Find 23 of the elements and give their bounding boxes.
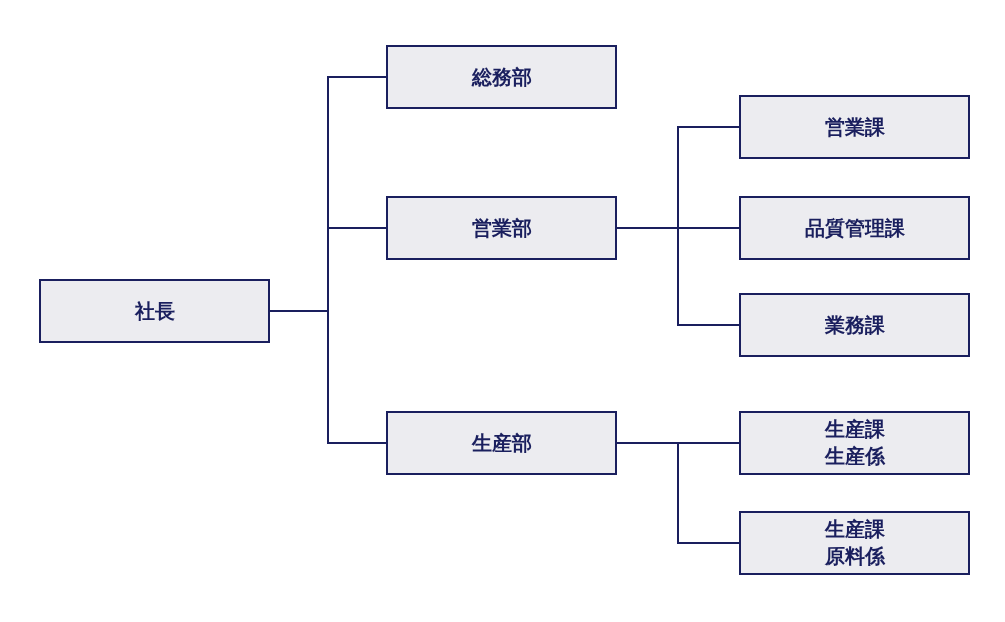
org-box <box>386 196 617 260</box>
unit-label: 生産部 <box>471 429 532 457</box>
unit-label: 営業課 <box>824 113 885 141</box>
org-box <box>39 279 270 343</box>
unit-label: 総務部 <box>471 63 532 91</box>
connector-line <box>616 227 740 326</box>
org-box <box>739 511 970 575</box>
unit-label: 社長 <box>134 297 175 325</box>
unit-label: 生産係 <box>824 443 885 470</box>
org-box <box>739 411 970 475</box>
org-box <box>739 196 970 260</box>
unit-label: 原料係 <box>824 543 885 570</box>
unit-label: 業務課 <box>824 311 885 339</box>
org-box <box>386 45 617 109</box>
org-box <box>386 411 617 475</box>
unit-label: 品質管理課 <box>804 214 905 242</box>
connector-line <box>269 310 387 444</box>
connector-line <box>616 442 740 544</box>
unit-label: 営業部 <box>471 214 532 242</box>
unit-label: 生産課 <box>824 416 885 443</box>
org-box <box>739 95 970 159</box>
unit-label: 生産課 <box>824 516 885 543</box>
org-box <box>739 293 970 357</box>
